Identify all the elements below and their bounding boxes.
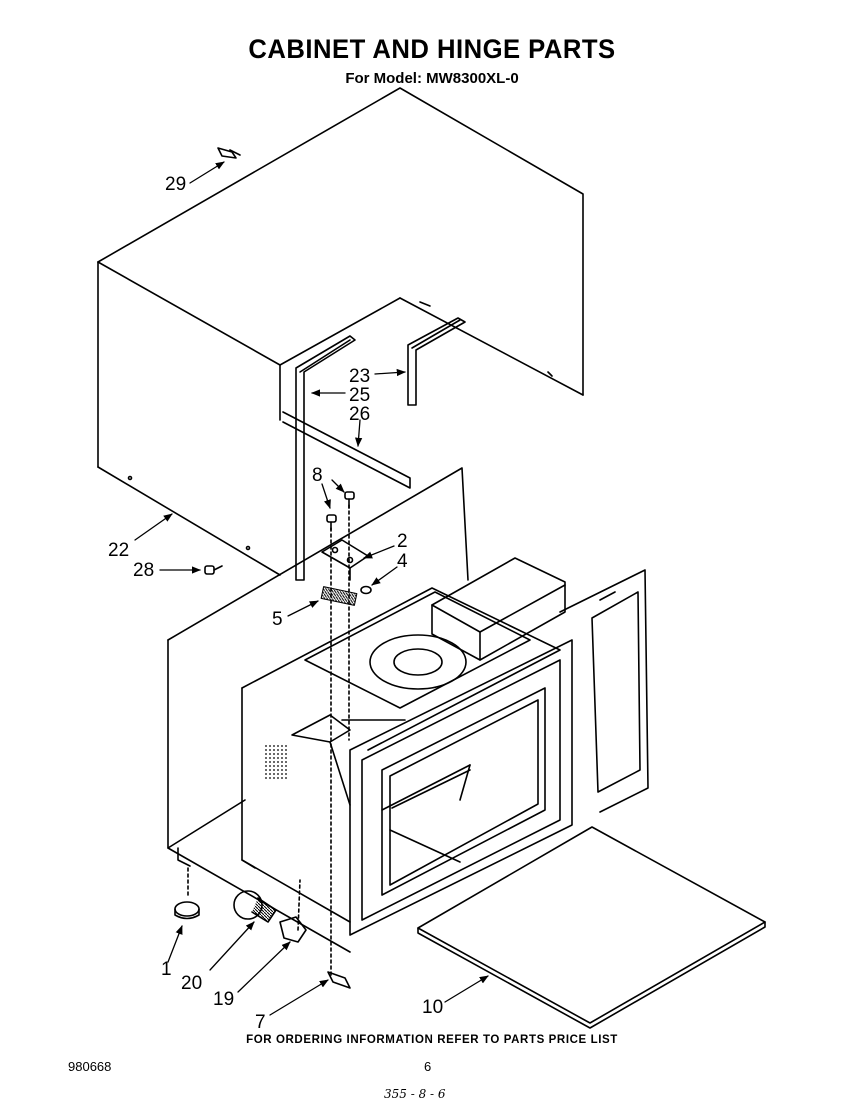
- foot-1: [174, 867, 200, 920]
- side-panel: [559, 569, 649, 813]
- bottom-panel-10: [417, 826, 766, 1029]
- part-number-labels: 29 23 25 26 8 2 4 22 28 5 1 20 19 7 10: [108, 174, 443, 1033]
- label-2: 2: [397, 531, 408, 552]
- screw-29: [217, 147, 241, 159]
- page-title: CABINET AND HINGE PARTS: [248, 34, 616, 64]
- label-1: 1: [161, 959, 172, 980]
- base-pan: [167, 467, 469, 953]
- model-subtitle: For Model: MW8300XL-0: [345, 70, 519, 87]
- label-20: 20: [181, 973, 202, 994]
- screw-28: [204, 565, 223, 575]
- label-10: 10: [422, 997, 443, 1018]
- label-23: 23: [349, 366, 370, 387]
- label-5: 5: [272, 609, 283, 630]
- hinge-straps: [282, 317, 466, 581]
- callout-arrows: [134, 161, 489, 1016]
- label-7: 7: [255, 1012, 266, 1033]
- ordering-info-note: FOR ORDERING INFORMATION REFER TO PARTS …: [246, 1034, 618, 1046]
- label-19: 19: [213, 989, 234, 1010]
- oven-body: [241, 557, 573, 936]
- lamp-assembly: [233, 879, 307, 943]
- label-25: 25: [349, 385, 370, 406]
- label-4: 4: [397, 551, 408, 572]
- document-number: 980668: [68, 1059, 112, 1074]
- label-22: 22: [108, 540, 129, 561]
- label-28: 28: [133, 560, 154, 581]
- label-8: 8: [312, 465, 323, 486]
- outer-cabinet-wrapper: [97, 87, 584, 576]
- bracket-7: [327, 971, 351, 989]
- label-26: 26: [349, 404, 370, 425]
- label-29: 29: [165, 174, 186, 195]
- page-number: 6: [424, 1059, 432, 1074]
- handwritten-note: 355 - 8 - 6: [384, 1087, 446, 1101]
- hinge-assembly: [320, 491, 372, 976]
